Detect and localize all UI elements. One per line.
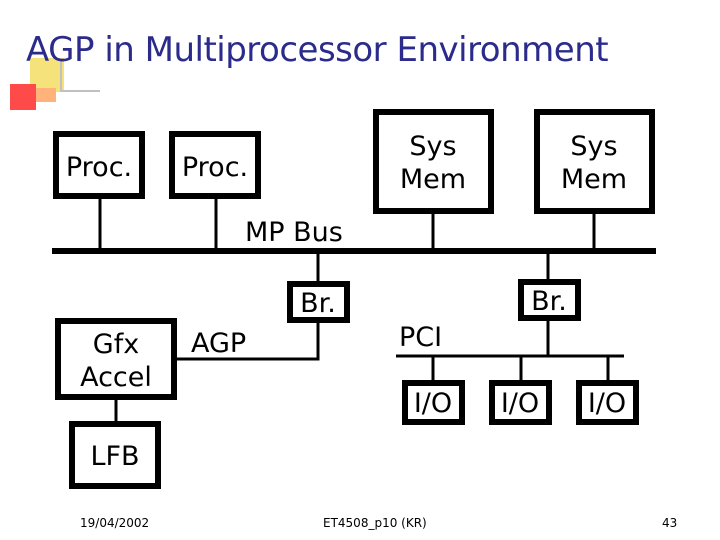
wire-bridge1-agp-gfx: [174, 320, 320, 361]
bridge-box-1: Br.: [287, 281, 350, 323]
gfx-accel-label-line2: Accel: [80, 362, 152, 393]
bridge-box-2: Br.: [518, 279, 581, 321]
footer-date: 19/04/2002: [80, 516, 150, 530]
lfb-label: LFB: [90, 441, 139, 472]
mp-bus-line: [52, 248, 656, 254]
sysmem-label-2-line1: Sys: [570, 131, 617, 162]
mp-bus-label: MP Bus: [245, 217, 343, 248]
io-label-3: I/O: [588, 388, 626, 419]
proc-label-2: Proc.: [182, 152, 248, 183]
io-label-2: I/O: [501, 388, 539, 419]
io-label-1: I/O: [414, 388, 452, 419]
gfx-accel-label-line1: Gfx: [93, 329, 139, 360]
proc-box-1: Proc.: [53, 131, 145, 199]
sysmem-label-1-line2: Mem: [400, 164, 466, 195]
lfb-box: LFB: [69, 421, 161, 489]
bridge-label-1: Br.: [300, 288, 336, 319]
sysmem-box-1: Sys Mem: [373, 109, 494, 214]
sysmem-label-1-line1: Sys: [409, 131, 456, 162]
agp-label: AGP: [191, 328, 246, 359]
decor-square-orange: [36, 88, 56, 102]
decor-square-red: [10, 84, 36, 110]
footer-page-number: 43: [662, 516, 678, 530]
footer-course: ET4508_p10 (KR): [323, 516, 427, 530]
bridge-label-2: Br.: [531, 286, 567, 317]
gfx-accel-box: Gfx Accel: [55, 318, 177, 400]
io-box-3: I/O: [576, 380, 639, 425]
decor-line-vertical: [60, 60, 62, 90]
sysmem-label-2-line2: Mem: [561, 164, 627, 195]
proc-box-2: Proc.: [169, 131, 261, 199]
io-box-2: I/O: [489, 380, 552, 425]
sysmem-box-2: Sys Mem: [534, 109, 655, 214]
decor-line-horizontal: [60, 90, 100, 92]
pci-label: PCI: [399, 322, 442, 353]
io-box-1: I/O: [402, 380, 465, 425]
slide-title: AGP in Multiprocessor Environment: [26, 30, 609, 70]
proc-label-1: Proc.: [66, 152, 132, 183]
